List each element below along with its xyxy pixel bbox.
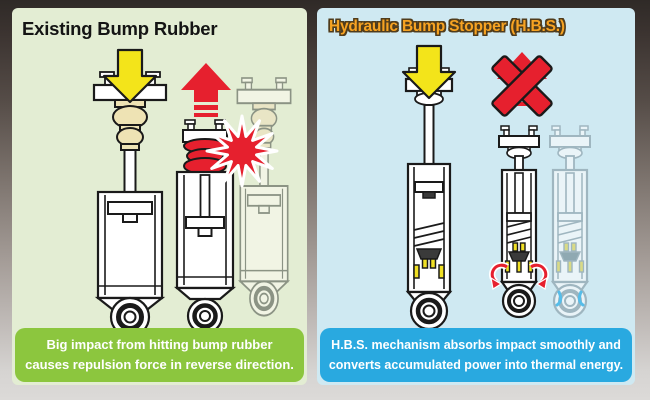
shock-absorber-extended [94, 72, 166, 336]
existing-bump-rubber-panel: Existing Bump Rubber Big impact from hit… [12, 8, 307, 385]
left-caption-line2: causes repulsion force in reverse direct… [25, 357, 294, 372]
shock-absorber-compressed [497, 124, 541, 319]
left-panel-title: Existing Bump Rubber [22, 18, 218, 39]
right-panel-title: Hydraulic Bump Stopper (H.B.S.) [329, 18, 565, 35]
left-panel-caption: Big impact from hitting bump rubber caus… [15, 328, 304, 382]
left-caption-line1: Big impact from hitting bump rubber [46, 337, 273, 352]
shock-absorber-faded [237, 78, 290, 316]
oil-drip-icon [555, 290, 563, 307]
hbs-illustration [401, 44, 592, 385]
repulsion-up-arrow-icon [181, 63, 231, 117]
right-caption-line2: converts accumulated power into thermal … [328, 358, 624, 372]
oil-drip-icon [577, 290, 585, 307]
hydraulic-bump-stopper-panel: Hydraulic Bump Stopper (H.B.S.) H.B.S. m… [317, 8, 635, 385]
right-caption-line1: H.B.S. mechanism absorbs impact smoothly… [331, 338, 621, 352]
shock-absorber-hbs-extended [406, 68, 452, 329]
shock-absorber-faded [548, 124, 592, 319]
right-panel-caption: H.B.S. mechanism absorbs impact smoothly… [320, 328, 632, 382]
